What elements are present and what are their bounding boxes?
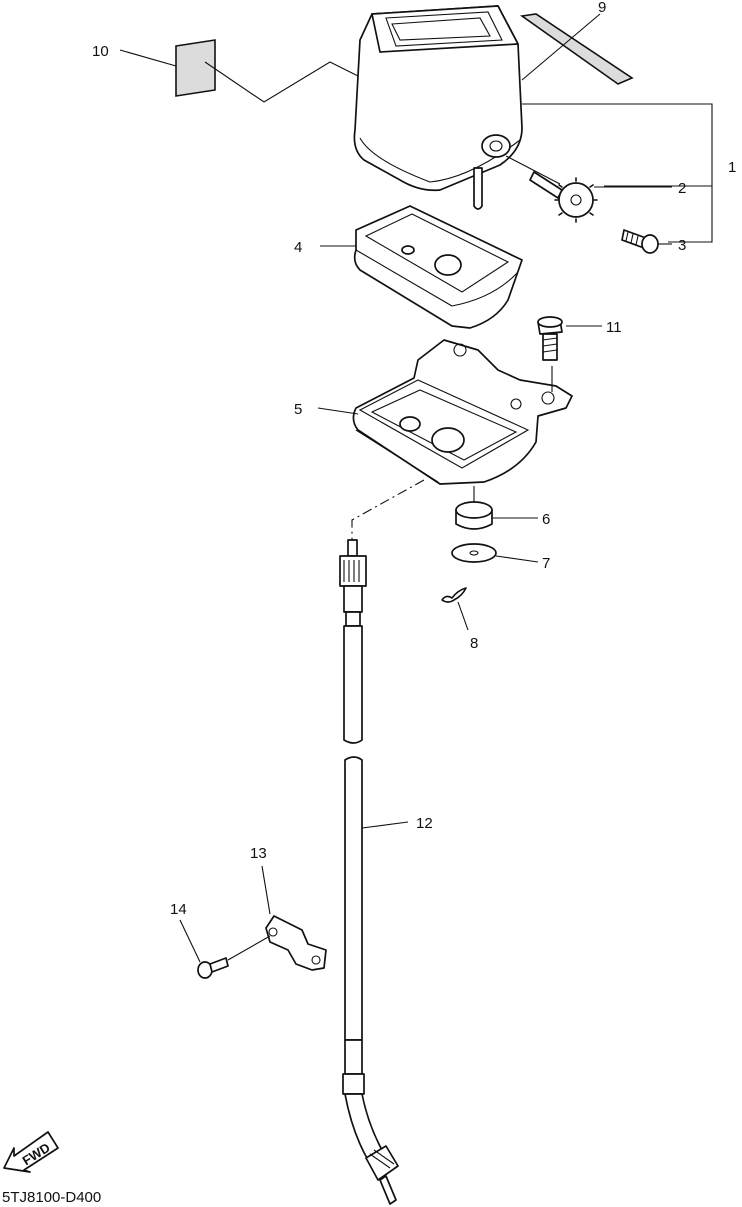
callout-14: 14 (170, 901, 187, 918)
callout-1: 1 (728, 159, 736, 176)
callout-6: 6 (542, 511, 550, 528)
callout-11: 11 (606, 319, 622, 336)
callout-13: 13 (250, 845, 267, 862)
part-1-speedometer-assembly (353, 5, 713, 243)
fwd-direction-arrow: FWD (3, 1131, 59, 1173)
callout-7: 7 (542, 555, 550, 572)
callout-2: 2 (678, 180, 686, 197)
callout-4: 4 (294, 239, 302, 256)
diagram-code: 5TJ8100-D400 (2, 1189, 101, 1206)
part-9-strip (519, 13, 634, 85)
callout-labels: 1 2 3 4 5 6 7 8 9 10 11 12 13 14 (92, 0, 736, 918)
part-14-screw (179, 919, 229, 979)
callout-8: 8 (470, 635, 478, 652)
callout-9: 9 (598, 0, 606, 16)
part-7-washer (451, 543, 539, 563)
part-4-tray (320, 205, 523, 329)
callout-12: 12 (416, 815, 433, 832)
part-8-clip (441, 587, 469, 631)
part-6-grommet (455, 486, 538, 530)
part-11-bolt (537, 316, 602, 392)
callout-5: 5 (294, 401, 302, 418)
callout-10: 10 (92, 43, 109, 60)
part-12-cable (339, 479, 425, 1205)
part-10-decal (175, 39, 359, 103)
part-13-clamp (227, 865, 327, 971)
part-3-screw (621, 229, 672, 254)
part-2-gear (505, 155, 672, 223)
part-5-bracket (317, 339, 573, 485)
callout-3: 3 (678, 237, 686, 254)
